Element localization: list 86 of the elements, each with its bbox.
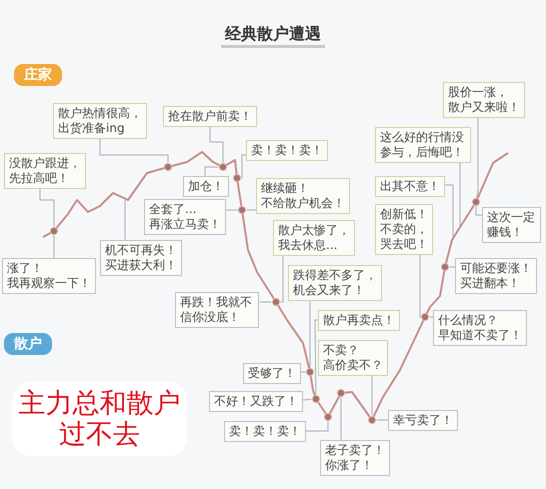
callout-text: 这次一定赚钱！ [487,210,535,239]
price-point-dot [441,263,449,271]
callout-text: 幸亏卖了！ [393,413,453,427]
group-tag: 庄家 [14,64,62,86]
speech-callout [288,265,382,301]
price-point-dot [312,395,320,403]
leader-line [40,188,54,227]
speech-callout [163,106,257,127]
leader-line [449,266,456,268]
leader-line [210,126,224,163]
leader-line [204,166,219,176]
leader-line [476,118,478,198]
speech-callout [318,310,400,331]
callout-text: 什么情况？早知道不卖了！ [438,313,522,342]
callout-text: 机不可再失！买进获大利！ [105,243,177,272]
speech-callout [209,391,303,412]
leader-line [100,138,168,163]
speech-callout [443,82,525,118]
price-point-dot [272,298,280,306]
speech-callout [224,421,306,442]
callout-text: 股价一涨，散户又来啦！ [448,85,520,114]
speech-callout [175,292,260,328]
leader-line [420,254,421,318]
price-point-dot [233,174,241,182]
price-point-dot [306,368,314,376]
price-point-dot [368,416,376,424]
leader-line [302,398,312,400]
leader-line [241,154,246,178]
callout-text: 创新低！不卖的，哭去吧！ [380,207,428,251]
callout-text: 散户再卖点！ [323,313,395,327]
speech-callout [320,440,390,476]
leader-line [280,256,284,302]
callout-text: 这么好的行情没参与，后悔吧！ [380,130,464,159]
speech-callout [4,153,86,189]
callout-text: 全套了...再涨立马卖！ [149,202,221,231]
speech-callout [144,199,226,235]
speech-callout [388,410,458,431]
price-point-dot [164,163,172,171]
callout-text: 没散户跟进，先拉高吧！ [9,156,81,185]
leader-line [444,184,454,238]
speech-callout [246,140,328,161]
leader-line [314,320,318,395]
speech-callout [53,103,147,139]
leader-line [429,316,434,318]
callout-text: 抢在散户前卖！ [168,109,252,123]
callout-text: 不卖？高价卖不？ [323,343,383,372]
callout-text: 可能还要涨！买进翻本！ [460,261,532,290]
speech-callout [100,240,182,276]
speech-callout [482,207,542,243]
callout-text: 跌得差不多了，机会又来了！ [293,268,377,297]
leader-line [306,421,328,432]
callout-text: 卖！卖！卖！ [229,424,301,438]
title: 经典散户遭遇 [221,24,325,48]
price-point-dot [238,206,246,214]
group-tag: 散户 [4,333,52,355]
callout-text: 卖！卖！卖！ [251,143,323,157]
speech-callout [243,363,301,384]
speech-callout [273,220,355,256]
callout-text: 老子卖了！你涨了！ [325,443,385,472]
callout-text: 不好！又跌了！ [214,394,298,408]
speech-callout [455,258,537,294]
callout-text: 出其不意！ [380,179,440,193]
leader-line [476,206,482,216]
speech-callout [2,258,96,294]
callout-text: 散户太惨了，我去休息... [278,223,350,252]
callout-text: 再跌！我就不信你没底！ [180,295,252,324]
speech-callout [256,178,350,214]
callout-text: 继续砸！不给散户机会！ [261,181,345,210]
price-point-dot [324,413,332,421]
callout-text: 涨了！我再观察一下！ [7,261,91,290]
speech-callout [375,127,472,163]
price-point-dot [472,198,480,206]
price-point-dot [219,163,227,171]
speech-callout [433,310,527,346]
speech-callout [318,340,388,376]
speech-callout [375,176,445,197]
price-point-dot [421,313,429,321]
callout-text: 受够了！ [248,366,296,380]
callout-text: 加仓！ [188,179,224,193]
speech-callout [183,176,229,197]
leader-line [124,198,126,240]
slogan-text: 主力总和散户过不去 [12,382,187,456]
price-point-dot [337,389,345,397]
price-point-dot [50,227,58,235]
leader-line [340,397,342,440]
callout-text: 散户热情很高，出货准备ing [58,106,142,135]
